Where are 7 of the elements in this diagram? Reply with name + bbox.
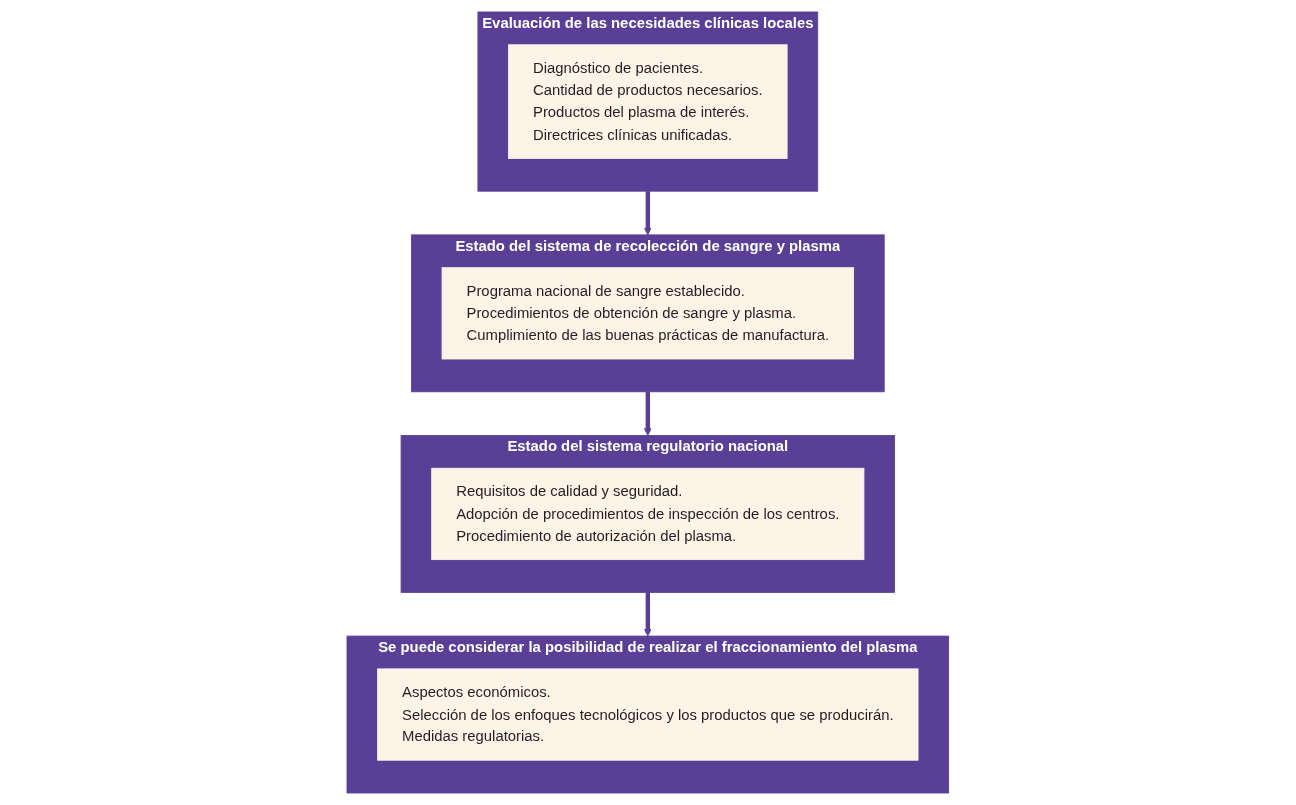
- node-box: Requisitos de calidad y seguridad. Adopción de procedimientos de inspección de los centros. Procedimiento de autorización del plasma.: [431, 467, 865, 561]
- node-box: Diagnóstico de pacientes. Cantidad de productos necesarios. Productos del plasma de interés. Directrices clínicas unificadas.: [508, 44, 788, 159]
- node-box: Aspectos económicos. Selección de los enfoques tecnológicos y los productos que se producirán. Medidas regulatorias.: [377, 668, 919, 761]
- arrow: [644, 592, 652, 637]
- arrow: [644, 391, 652, 436]
- arrow: [644, 191, 652, 236]
- node-box: Programa nacional de sangre establecido. Procedimientos de obtención de sangre y plasma. Cumplimiento de las buenas prácticas de manufactura.: [441, 267, 855, 360]
